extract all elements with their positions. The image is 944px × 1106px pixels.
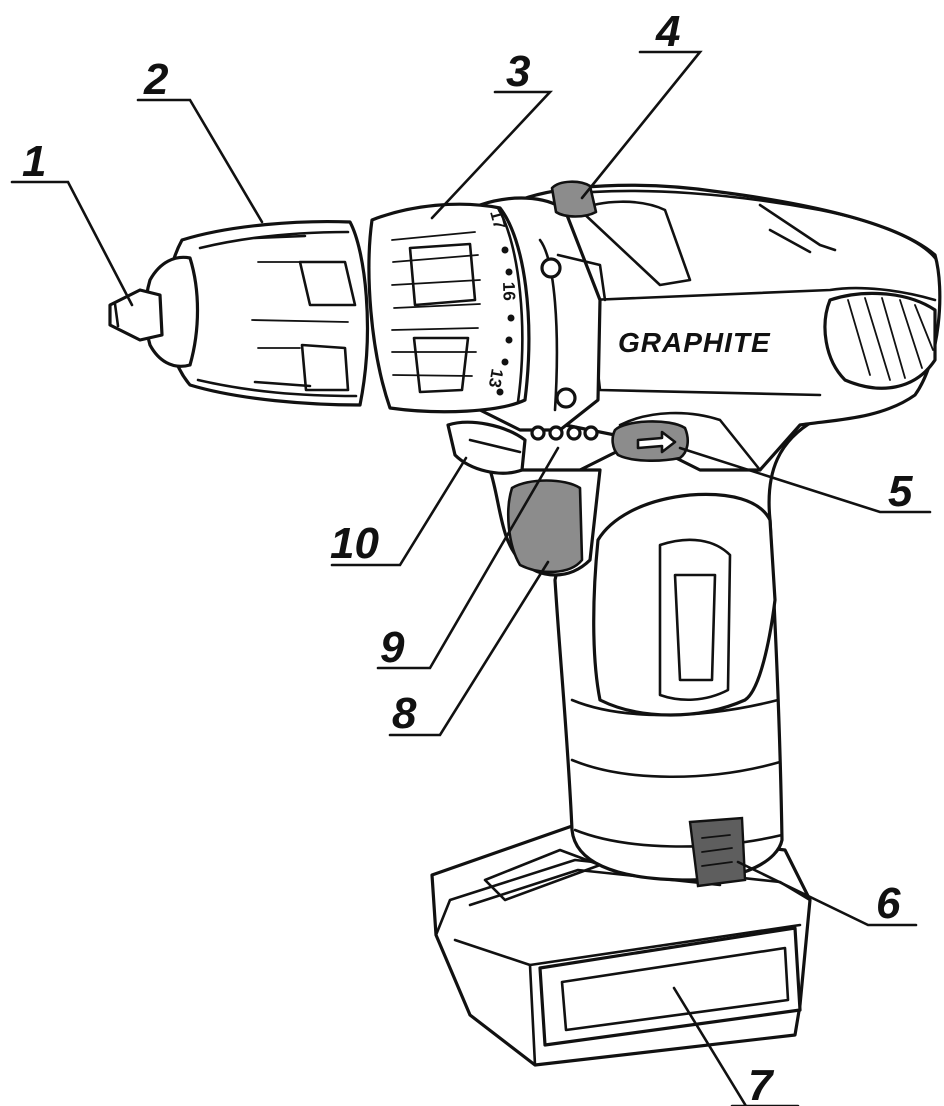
callout-7: 7 bbox=[748, 1061, 775, 1106]
callout-5: 5 bbox=[888, 467, 913, 516]
torque-scale-dots bbox=[496, 246, 515, 396]
torque-ring: 17 16 13 bbox=[367, 202, 531, 414]
brand-logo: GRAPHITE bbox=[618, 327, 771, 358]
chuck bbox=[108, 219, 370, 407]
callout-numbers: 1 2 3 4 5 6 7 8 9 10 bbox=[22, 7, 913, 1106]
direction-switch bbox=[611, 420, 690, 462]
battery-indicator bbox=[530, 425, 599, 441]
torque-label-13: 13 bbox=[485, 367, 507, 389]
callout-9: 9 bbox=[380, 623, 405, 672]
callout-1: 1 bbox=[22, 137, 46, 186]
trigger-switch bbox=[507, 479, 584, 574]
leader-lines bbox=[10, 50, 932, 1106]
led-light bbox=[446, 420, 527, 475]
callout-4: 4 bbox=[655, 7, 680, 56]
torque-label-17: 17 bbox=[486, 208, 509, 231]
gear-selector-switch bbox=[550, 180, 598, 218]
callout-3: 3 bbox=[506, 47, 530, 96]
torque-label-16: 16 bbox=[499, 281, 519, 301]
callout-6: 6 bbox=[876, 879, 901, 928]
callout-2: 2 bbox=[143, 55, 169, 104]
callout-8: 8 bbox=[392, 689, 417, 738]
motor-housing bbox=[498, 183, 942, 472]
callout-10: 10 bbox=[330, 519, 379, 568]
trigger bbox=[488, 468, 602, 577]
handle bbox=[553, 398, 817, 888]
